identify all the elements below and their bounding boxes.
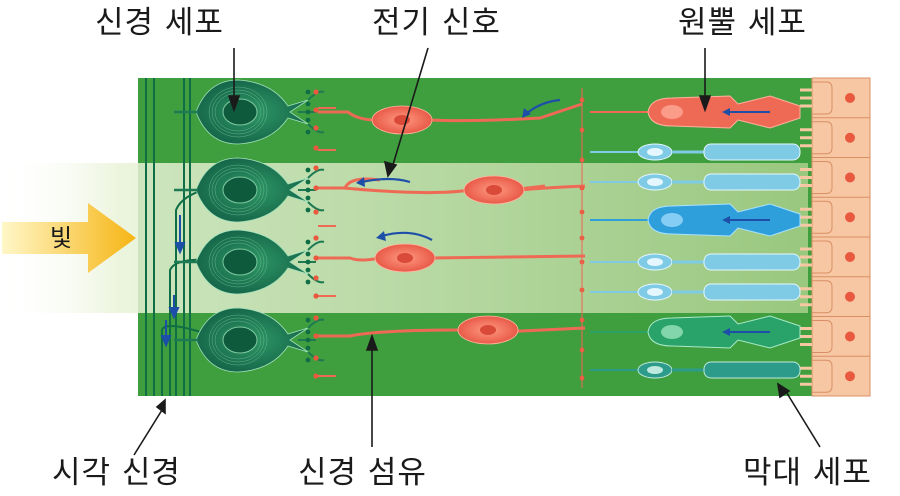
- optic-nerve-fibers: [145, 78, 211, 396]
- ganglion-cells: [174, 79, 325, 373]
- pigment-epithelium: [800, 77, 871, 397]
- label-light: 빛: [50, 224, 73, 252]
- photoreceptors: [590, 95, 801, 379]
- label-electric-signal: 전기 신호: [372, 5, 501, 41]
- label-optic-nerve: 시각 신경: [52, 455, 181, 491]
- bipolar-cells: [313, 88, 586, 388]
- signal-arrowheads: [356, 108, 531, 241]
- label-cone-cell: 원뿔 세포: [678, 5, 807, 41]
- label-pointers: [133, 47, 821, 456]
- label-rod-cell: 막대 세포: [743, 455, 872, 491]
- optic-nerve-arrows: [160, 215, 186, 348]
- label-nerve-fiber: 신경 섬유: [298, 455, 427, 491]
- light-arrow: [2, 203, 136, 273]
- label-nerve-cell: 신경 세포: [95, 5, 224, 41]
